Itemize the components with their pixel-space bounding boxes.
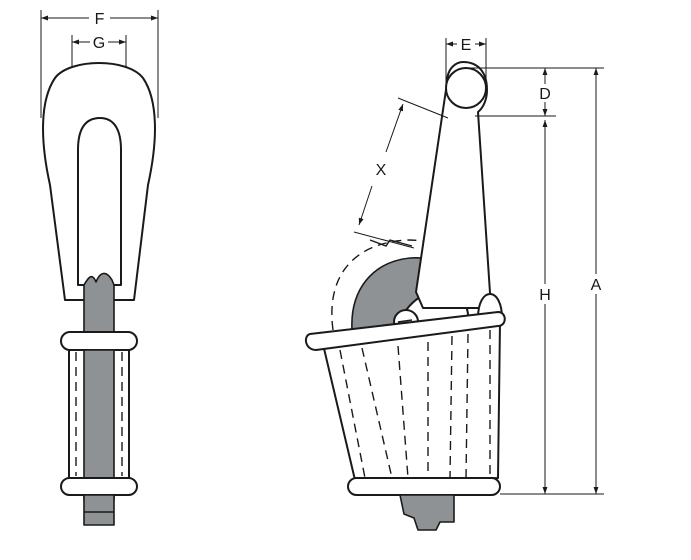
side-dash-2 [361,347,393,479]
dim-x-break [369,239,413,247]
side-tang-outline [415,61,492,309]
dim-g-label: G [93,35,105,52]
dim-e-label: E [461,37,472,54]
dim-x-line-bottom [358,185,373,226]
side-dash-5 [449,335,453,479]
dim-x-ext-bottom [353,231,415,249]
side-bottom-collar [347,477,501,496]
side-dash-3 [397,345,409,479]
dim-x-label: X [376,162,387,179]
front-bail-slot [77,117,122,286]
front-rope-tail [83,494,115,526]
side-eye-circle [445,67,487,109]
dim-x-line-top [385,103,404,153]
side-rope-tail [399,494,455,531]
side-dash-6 [465,333,469,479]
side-top-rim [304,311,506,351]
side-dash-1 [339,349,366,479]
side-pin-mark [397,319,413,323]
front-bottom-collar [60,477,138,496]
dim-x-ext-top [397,97,449,119]
side-view: E D H A X [304,37,604,531]
dim-d-label: D [539,86,551,103]
dim-f-label: F [95,11,105,28]
front-rope-shank [83,349,115,479]
dim-a-label: A [591,277,602,294]
side-hidden-arc [331,239,485,331]
dim-h-label: H [539,287,551,304]
front-view: F G [40,10,159,526]
front-top-collar [60,331,138,351]
